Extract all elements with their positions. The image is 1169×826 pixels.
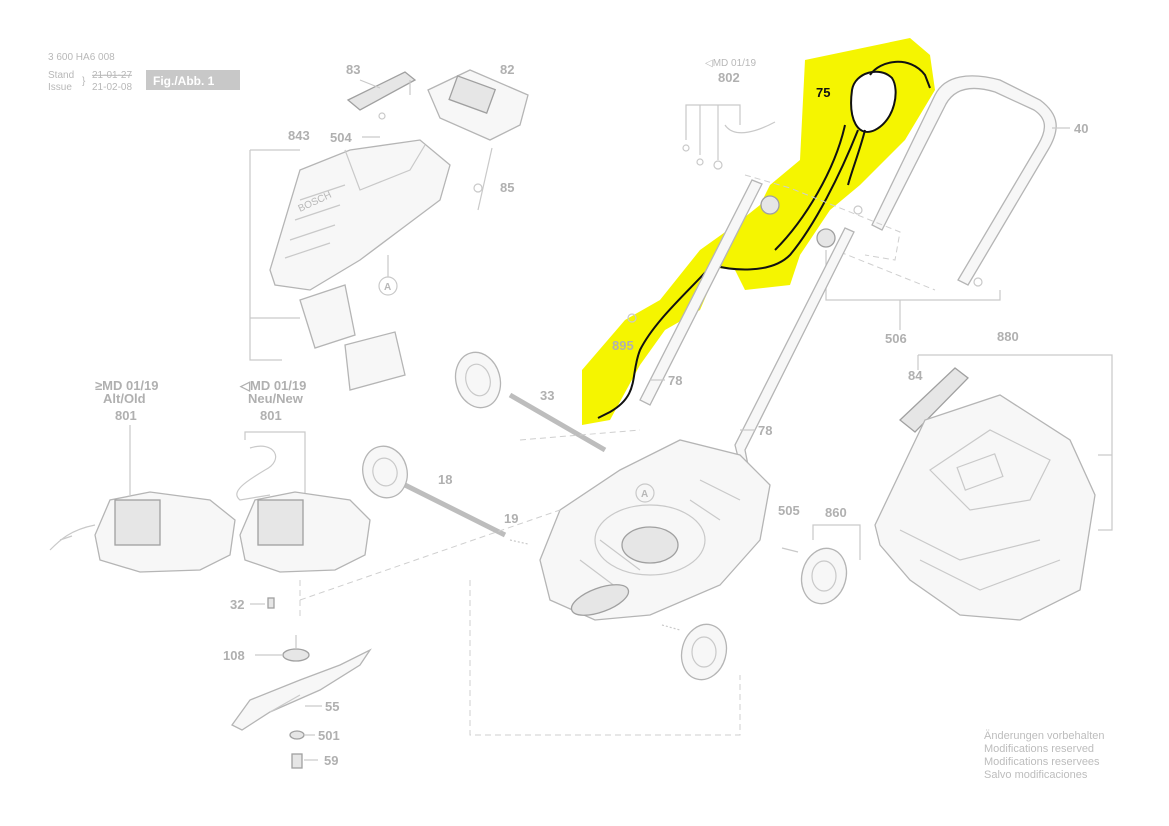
label-75: 75	[816, 85, 830, 100]
label-78-left: 78	[668, 373, 682, 388]
part-33-axle	[508, 392, 607, 453]
deck-blade-housing	[594, 504, 706, 576]
stand-label: Stand	[48, 70, 74, 81]
part-40-upper-handle	[871, 75, 1057, 286]
tag-801-new: ◁MD 01/19	[239, 378, 306, 393]
marker-a-circle-2	[635, 483, 655, 503]
label-802: 802	[718, 70, 740, 85]
part-843-grass-box	[269, 139, 451, 291]
label-504: 504	[330, 130, 352, 145]
document-header: 3 600 HA6 008 Stand Issue } 21-01-27 21-…	[48, 52, 240, 93]
label-55: 55	[325, 699, 339, 714]
front-wheel-left	[362, 445, 408, 499]
label-40: 40	[1074, 121, 1088, 136]
part-860-wheel	[800, 547, 848, 605]
motor-old-core	[114, 499, 161, 546]
part-75-cable-lower	[597, 264, 713, 419]
marker-a-2: A	[641, 489, 648, 500]
part-75-cable-loop	[869, 60, 931, 89]
rear-wheel-upper	[454, 351, 502, 409]
label-506: 506	[885, 331, 907, 346]
part-84-handle	[899, 367, 969, 433]
marker-a-1: A	[384, 282, 391, 293]
issue-date: 21-02-08	[92, 82, 132, 93]
blade-group: 108 55 501 59	[223, 635, 372, 769]
highlight-region	[582, 38, 935, 425]
note-line-2: Modifications reserved	[984, 743, 1094, 755]
tag-801-old: ≥MD 01/19	[95, 378, 159, 393]
part-55-blade	[231, 648, 372, 731]
knob-upper	[760, 195, 780, 215]
label-843: 843	[288, 128, 310, 143]
grass-catcher-group: 880 84	[874, 329, 1113, 621]
label-860: 860	[825, 505, 847, 520]
label-84: 84	[908, 368, 923, 383]
part-501-washer	[289, 730, 305, 740]
note-line-4: Salvo modificaciones	[984, 769, 1088, 781]
front-wheel-lower	[680, 623, 728, 681]
mower-deck-group: A 33 18 19 505 860	[299, 351, 861, 736]
label-505: 505	[778, 503, 800, 518]
sub-801-new: Neu/New	[248, 391, 304, 406]
handle-assembly: ◁MD 01/19 802 75 40 506	[597, 58, 1088, 466]
label-801-old: 801	[115, 408, 137, 423]
label-108: 108	[223, 648, 245, 663]
label-880: 880	[997, 329, 1019, 344]
label-85: 85	[500, 180, 514, 195]
knob-lower	[816, 228, 836, 248]
note-line-3: Modifications reservees	[984, 756, 1100, 768]
motor-group: ≥MD 01/19 Alt/Old 801 ◁MD 01/19 Neu/New …	[49, 378, 371, 620]
label-19: 19	[504, 511, 518, 526]
part-75-cable-upper	[711, 129, 859, 271]
note-line-1: Änderungen vorbehalten	[984, 730, 1104, 742]
part-18-axle	[403, 482, 507, 538]
label-18: 18	[438, 472, 452, 487]
part-59-bolt	[291, 753, 303, 769]
part-108-disc	[282, 648, 310, 662]
part-78-left-tube	[639, 179, 763, 406]
label-895: 895	[612, 338, 634, 353]
brace-glyph: }	[82, 76, 86, 87]
figure-badge: Fig./Abb. 1	[153, 74, 215, 88]
part-843-insert-a	[299, 284, 356, 349]
footer-note: Änderungen vorbehalten Modifications res…	[984, 730, 1104, 781]
stand-date: 21-01-27	[92, 70, 132, 81]
doc-number: 3 600 HA6 008	[48, 52, 115, 63]
tag-802: ◁MD 01/19	[705, 58, 756, 69]
label-33: 33	[540, 388, 554, 403]
label-78-right: 78	[758, 423, 772, 438]
sub-801-old: Alt/Old	[103, 391, 146, 406]
part-843-insert-b	[344, 331, 406, 391]
label-32: 32	[230, 597, 244, 612]
label-501: 501	[318, 728, 340, 743]
label-83: 83	[346, 62, 360, 77]
label-82: 82	[500, 62, 514, 77]
label-59: 59	[324, 753, 338, 768]
label-801-new: 801	[260, 408, 282, 423]
issue-label: Issue	[48, 82, 72, 93]
part-82-window	[448, 75, 497, 114]
part-83-handle	[346, 71, 417, 111]
figure-badge-bg	[146, 70, 240, 90]
grass-box-group: 843 BOSCH A 83 504 82 85	[249, 62, 529, 391]
motor-new-core	[257, 499, 304, 546]
